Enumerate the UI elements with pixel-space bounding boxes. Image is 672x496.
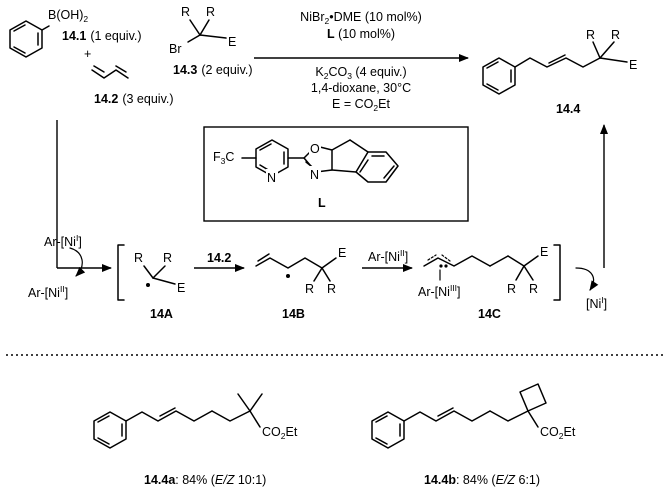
right-bracket: [553, 244, 561, 301]
svg-text:14.3(2 equiv.): 14.3 (2 equiv.): [173, 63, 253, 77]
radical-14A: R R E 14A: [134, 251, 185, 321]
ni1-regenerated: [NiI]: [586, 295, 607, 311]
svg-text:O: O: [310, 142, 320, 156]
reactant-boronic-acid: B(OH)2 14.1 (1 equiv.) +: [9, 8, 142, 61]
compound-id-14C: 14C: [478, 307, 501, 321]
ester-label: CO2Et: [262, 425, 298, 441]
reactant-alkyl-bromide: R R Br E 14.3 (2 equiv.): [169, 5, 253, 77]
example-14-4b: CO2Et 14.4b: 84% (E/Z 6:1): [371, 383, 576, 487]
ligand-box: F3C N O N L: [203, 126, 469, 222]
ni3-species: Ar-[NiIII]: [418, 283, 461, 299]
svg-text:R: R: [134, 251, 143, 265]
ligand-frame: [203, 126, 469, 222]
benzene-ring: [9, 20, 43, 58]
cyclobutane-ring: [519, 383, 547, 412]
boronic-group-label: B(OH)2: [48, 8, 88, 24]
complex-14C: Ar-[NiIII] E R R 14C: [418, 245, 548, 321]
product-14-4: R R E 14.4: [482, 28, 637, 116]
benzene-ring: [482, 57, 516, 95]
ni2-capture-species: Ar-[NiII]: [368, 248, 408, 264]
reactant-butadiene: 14.2 (3 equiv.): [91, 65, 174, 106]
svg-text:Br: Br: [169, 42, 182, 56]
catalyst-text: NiBr2•DME (10 mol%): [300, 10, 422, 26]
e-definition-text: E = CO2Et: [332, 97, 390, 113]
yield-14-4a: 14.4a: 84% (E/Z 10:1): [144, 473, 266, 487]
svg-text:R: R: [181, 5, 190, 19]
compound-id-14-4: 14.4: [556, 102, 580, 116]
ligand-loading-text: L (10 mol%): [327, 27, 395, 41]
compound-id-14A: 14A: [150, 307, 173, 321]
svg-text:E: E: [629, 58, 637, 72]
benzo-ring: [355, 151, 399, 183]
equiv-14-1: (1 equiv.): [90, 29, 141, 43]
ni2-species: Ar-[NiII]: [28, 284, 68, 300]
svg-text:E: E: [338, 246, 346, 260]
base-text: K2CO3 (4 equiv.): [315, 65, 406, 81]
ligand-id: L: [318, 196, 326, 210]
svg-text:R: R: [163, 251, 172, 265]
svg-text:14.2(3 equiv.): 14.2 (3 equiv.): [94, 92, 174, 106]
yield-14-4b: 14.4b: 84% (E/Z 6:1): [424, 473, 540, 487]
benzene-ring: [93, 411, 127, 449]
trifluoromethyl-label: F3C: [213, 150, 234, 166]
compound-id-14-1: 14.1: [62, 29, 86, 43]
solvent-text: 1,4-dioxane, 30°C: [311, 81, 411, 95]
compound-id-14B: 14B: [282, 307, 305, 321]
svg-text:14.1(1 equiv.): 14.1 (1 equiv.): [62, 29, 142, 43]
svg-text:N: N: [310, 168, 319, 182]
svg-text:R: R: [206, 5, 215, 19]
svg-text:R: R: [611, 28, 620, 42]
svg-text:E: E: [540, 245, 548, 259]
radical-14B: E R R 14B: [255, 246, 346, 321]
radical-dot: [286, 274, 290, 278]
svg-text:E: E: [177, 281, 185, 295]
left-bracket: [117, 244, 125, 301]
benzene-ring: [371, 411, 405, 449]
example-14-4a: CO2Et 14.4a: 84% (E/Z 10:1): [93, 393, 298, 487]
compound-id-14-3: 14.3: [173, 63, 197, 77]
radical-dot: [146, 283, 150, 287]
reagent-14-2: 14.2: [207, 251, 231, 265]
svg-text:E: E: [228, 35, 236, 49]
svg-text:R: R: [305, 282, 314, 296]
compound-id-14-2: 14.2: [94, 92, 118, 106]
svg-text:R: R: [327, 282, 336, 296]
svg-text:R: R: [507, 282, 516, 296]
ester-label: CO2Et: [540, 425, 576, 441]
svg-text:R: R: [529, 282, 538, 296]
equiv-14-2: (3 equiv.): [122, 92, 173, 106]
equiv-14-3: (2 equiv.): [201, 63, 252, 77]
plus-sign: +: [84, 47, 91, 61]
butadiene-chain: [91, 69, 129, 79]
svg-text:R: R: [586, 28, 595, 42]
reaction-conditions: NiBr2•DME (10 mol%) L (10 mol%) K2CO3 (4…: [300, 10, 422, 113]
ni1-species: Ar-[NiI]: [44, 233, 82, 249]
svg-text:N: N: [267, 171, 276, 185]
